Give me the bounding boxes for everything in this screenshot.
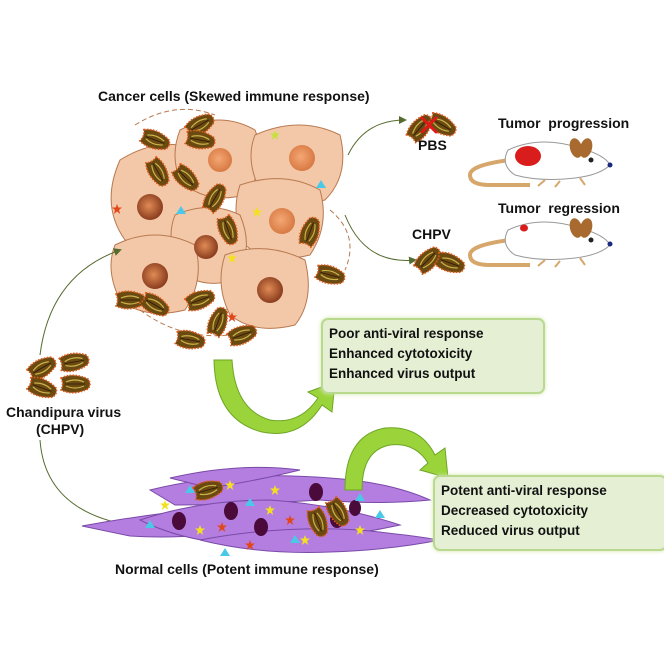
arrow-cancer-to-pbs: [347, 116, 407, 156]
virus-particle-icon: [25, 374, 60, 403]
cancer-nucleus: [269, 208, 295, 234]
cancer-outcome-line: Poor anti-viral response: [329, 326, 484, 341]
pbs-label: PBS: [418, 137, 447, 153]
cancer-nucleus: [194, 235, 218, 259]
normal-nucleus: [172, 512, 186, 530]
normal-nucleus: [309, 483, 323, 501]
tumor-progression-label: Tumor progression: [498, 115, 630, 131]
chpv-injection-virus-group: [411, 242, 468, 278]
cancer-nucleus: [257, 277, 283, 303]
cytokine-triangle-icon: [316, 180, 326, 188]
chpv-virus-group: [24, 349, 92, 403]
cancer-nucleus: [208, 148, 232, 172]
cancer-nucleus: [289, 145, 315, 171]
normal-nucleus: [349, 500, 361, 516]
arrow-cancer-to-chpv: [344, 214, 417, 265]
cytokine-triangle-icon: [176, 206, 186, 214]
cancer-nucleus: [142, 263, 168, 289]
cancer-outcome-box: Poor anti-viral response Enhanced cytoto…: [321, 318, 545, 394]
normal-cells-label: Normal cells (Potent immune response): [115, 561, 379, 577]
normal-outcome-line: Decreased cytotoxicity: [441, 503, 589, 518]
normal-outcome-line: Potent anti-viral response: [441, 483, 607, 498]
cancer-nucleus: [137, 194, 163, 220]
cancer-outcome-line: Enhanced virus output: [329, 366, 476, 381]
chpv-label: CHPV: [412, 226, 451, 242]
virus-abbrev-label: (CHPV): [36, 421, 85, 437]
normal-nucleus: [224, 502, 238, 520]
mouse-icon-progression: [467, 138, 613, 188]
pbs-virus-group: [403, 109, 461, 146]
virus-particle-icon: [57, 349, 92, 374]
big-arrow-cancer-outcome: [213, 359, 336, 434]
cancer-outcome-line: Enhanced cytotoxicity: [329, 346, 473, 361]
red-x-icon: [420, 116, 438, 134]
cancer-cells-label: Cancer cells (Skewed immune response): [98, 88, 370, 104]
tumor-regression-label: Tumor regression: [498, 200, 620, 216]
arrow-virus-to-normal: [39, 439, 130, 528]
virus-name-label: Chandipura virus: [6, 404, 122, 420]
normal-outcome-box: Potent anti-viral response Decreased cyt…: [433, 475, 664, 551]
normal-outcome-line: Reduced virus output: [441, 523, 580, 538]
arrow-virus-to-cancer: [39, 248, 122, 356]
normal-cell-cluster: [81, 466, 441, 556]
big-arrow-normal-outcome: [344, 427, 449, 491]
virus-particle-icon: [60, 374, 91, 394]
cancer-cell-cluster: [110, 108, 351, 353]
normal-nucleus: [254, 518, 268, 536]
mouse-icon-regression: [467, 218, 613, 268]
